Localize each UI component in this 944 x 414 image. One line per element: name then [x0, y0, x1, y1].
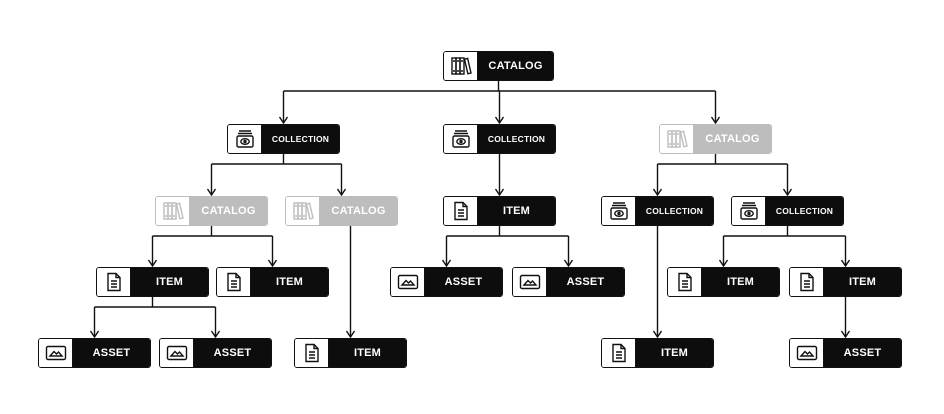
collection-icon: [228, 125, 262, 153]
catalog-node: CATALOG: [155, 196, 268, 226]
node-label: CATALOG: [190, 197, 267, 225]
arrowhead: [563, 259, 574, 268]
arrowhead: [652, 330, 663, 339]
node-label: ASSET: [194, 339, 271, 367]
arrowhead: [494, 116, 505, 125]
catalog-icon: [286, 197, 320, 225]
collection-icon: [732, 197, 766, 225]
node-label: ASSET: [547, 268, 624, 296]
node-label: COLLECTION: [636, 197, 713, 225]
item-node: ITEM: [294, 338, 407, 368]
catalog-icon: [444, 52, 478, 80]
collection-icon: [602, 197, 636, 225]
asset-icon: [790, 339, 824, 367]
node-label: ITEM: [251, 268, 328, 296]
asset-icon: [391, 268, 425, 296]
item-icon: [668, 268, 702, 296]
arrowhead: [840, 330, 851, 339]
collection-icon: [444, 125, 478, 153]
node-label: ITEM: [824, 268, 901, 296]
collection-node: COLLECTION: [731, 196, 844, 226]
arrowhead: [89, 330, 100, 339]
arrowhead: [710, 116, 721, 125]
node-label: ITEM: [329, 339, 406, 367]
arrowhead: [652, 188, 663, 197]
item-icon: [602, 339, 636, 367]
node-label: ITEM: [702, 268, 779, 296]
catalog-node: CATALOG: [659, 124, 772, 154]
arrowhead: [278, 116, 289, 125]
item-node: ITEM: [789, 267, 902, 297]
collection-node: COLLECTION: [227, 124, 340, 154]
node-label: ASSET: [73, 339, 150, 367]
item-node: ITEM: [96, 267, 209, 297]
asset-node: ASSET: [512, 267, 625, 297]
item-node: ITEM: [216, 267, 329, 297]
asset-icon: [160, 339, 194, 367]
catalog-node: CATALOG: [285, 196, 398, 226]
arrowhead: [840, 259, 851, 268]
node-label: ASSET: [824, 339, 901, 367]
node-label: ITEM: [131, 268, 208, 296]
arrowhead: [206, 188, 217, 197]
item-icon: [790, 268, 824, 296]
item-node: ITEM: [443, 196, 556, 226]
item-icon: [444, 197, 478, 225]
node-label: CATALOG: [320, 197, 397, 225]
catalog-icon: [660, 125, 694, 153]
asset-icon: [513, 268, 547, 296]
arrowhead: [336, 188, 347, 197]
asset-node: ASSET: [159, 338, 272, 368]
item-icon: [217, 268, 251, 296]
node-label: ITEM: [478, 197, 555, 225]
asset-node: ASSET: [390, 267, 503, 297]
item-icon: [295, 339, 329, 367]
item-icon: [97, 268, 131, 296]
item-node: ITEM: [667, 267, 780, 297]
asset-icon: [39, 339, 73, 367]
node-label: CATALOG: [694, 125, 771, 153]
arrowhead: [782, 188, 793, 197]
collection-node: COLLECTION: [601, 196, 714, 226]
asset-node: ASSET: [38, 338, 151, 368]
node-label: CATALOG: [478, 52, 553, 80]
arrowhead: [147, 259, 158, 268]
catalog-icon: [156, 197, 190, 225]
node-label: COLLECTION: [262, 125, 339, 153]
node-label: ASSET: [425, 268, 502, 296]
arrowhead: [718, 259, 729, 268]
asset-node: ASSET: [789, 338, 902, 368]
node-label: COLLECTION: [478, 125, 555, 153]
arrowhead: [441, 259, 452, 268]
node-label: COLLECTION: [766, 197, 843, 225]
node-label: ITEM: [636, 339, 713, 367]
catalog-node: CATALOG: [443, 51, 554, 81]
item-node: ITEM: [601, 338, 714, 368]
arrowhead: [494, 188, 505, 197]
arrowhead: [210, 330, 221, 339]
collection-node: COLLECTION: [443, 124, 556, 154]
arrowhead: [345, 330, 356, 339]
arrowhead: [267, 259, 278, 268]
